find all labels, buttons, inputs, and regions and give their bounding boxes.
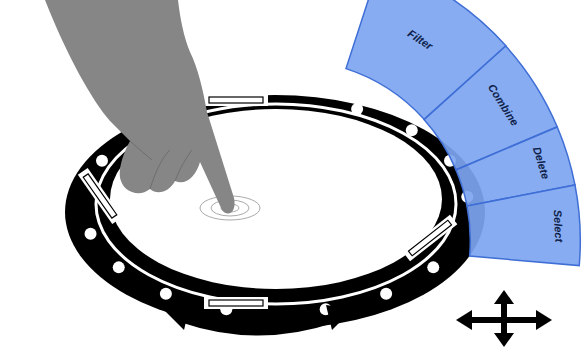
ring-dot bbox=[160, 288, 172, 300]
ring-dot bbox=[96, 155, 108, 167]
move-arrow bbox=[456, 290, 552, 347]
ring-dot bbox=[380, 288, 392, 300]
pointing-hand bbox=[45, 0, 235, 214]
segment-shape bbox=[465, 183, 582, 268]
ring-dot bbox=[406, 124, 418, 136]
menu-segment: Select bbox=[465, 183, 582, 268]
ring-dot bbox=[351, 103, 363, 115]
ring-dot bbox=[85, 228, 97, 240]
hand-creases bbox=[130, 141, 192, 189]
ring-dot bbox=[113, 261, 125, 273]
menu-label: Select bbox=[551, 209, 564, 242]
rotate-arrow bbox=[163, 305, 353, 331]
segment-outline bbox=[467, 185, 580, 266]
ring-dot bbox=[427, 261, 439, 273]
